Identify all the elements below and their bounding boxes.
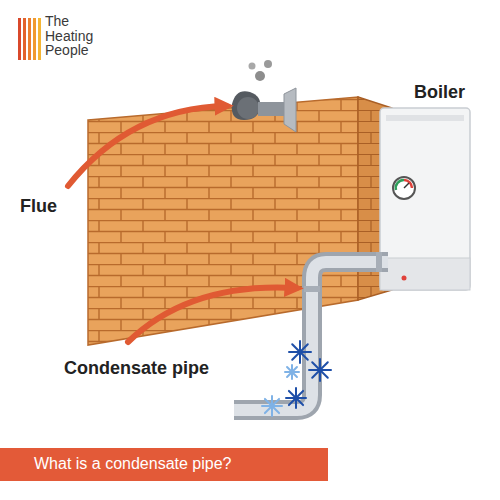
snowflake-stroke <box>287 367 297 377</box>
snowflake-stroke <box>265 399 279 413</box>
flue <box>232 60 296 132</box>
snowflake-stroke <box>312 362 328 378</box>
condensate-pipe <box>234 252 388 410</box>
snowflakes <box>262 341 331 416</box>
boiler <box>380 108 470 290</box>
snowflake-stroke <box>289 391 303 405</box>
logo-text: The Heating People <box>45 14 107 58</box>
caption-bar <box>0 448 328 481</box>
snowflake-stroke <box>292 344 308 360</box>
brick-wall <box>88 97 392 345</box>
part-label: Flue <box>20 196 57 218</box>
part-label: Condensate pipe <box>64 358 209 380</box>
leader-arrows <box>68 106 296 342</box>
caption-text: What is a condensate pipe? <box>34 455 231 473</box>
part-label: Boiler <box>414 82 465 104</box>
logo-bars <box>18 18 41 60</box>
